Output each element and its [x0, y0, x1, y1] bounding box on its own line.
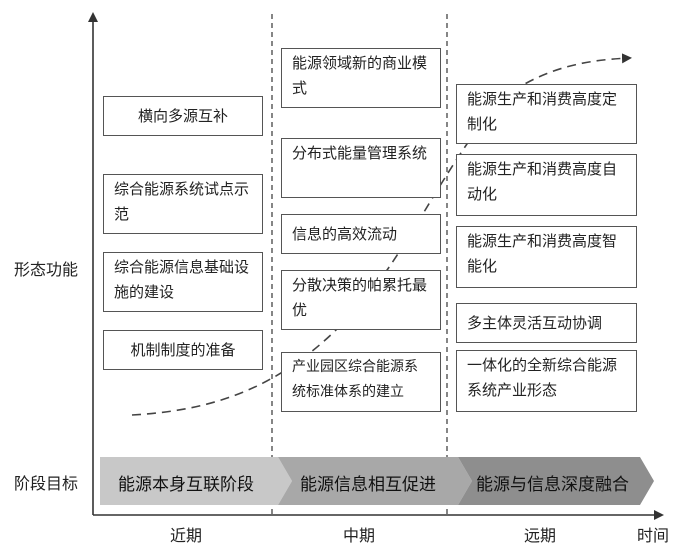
- development-curve: [131, 53, 632, 416]
- period-mid: 中期: [343, 526, 376, 545]
- mid-box-1: 能源领域新的商业模式: [281, 48, 441, 108]
- far-box-5: 一体化的全新综合能源系统产业形态: [456, 350, 637, 412]
- far-box-4: 多主体灵活互动协调: [456, 303, 637, 343]
- far-box-1: 能源生产和消费高度定制化: [456, 84, 637, 144]
- far-box-2: 能源生产和消费高度自动化: [456, 154, 637, 216]
- far-box-3: 能源生产和消费高度智能化: [456, 226, 637, 288]
- stage-label-3: 能源与信息深度融合: [476, 475, 629, 495]
- near-box-2: 综合能源系统试点示范: [103, 174, 263, 234]
- x-axis-label: 时间: [637, 526, 670, 545]
- near-box-3: 综合能源信息基础设施的建设: [103, 252, 263, 312]
- stage-label-2: 能源信息相互促进: [300, 475, 436, 495]
- stage-row-label: 阶段目标: [14, 474, 79, 493]
- period-near: 近期: [170, 526, 203, 545]
- stage-arrow-2: [278, 457, 472, 505]
- mid-box-2: 分布式能量管理系统: [281, 138, 441, 198]
- mid-box-4: 分散决策的帕累托最优: [281, 270, 441, 330]
- mid-box-3: 信息的高效流动: [281, 214, 441, 254]
- stage-label-1: 能源本身互联阶段: [118, 475, 254, 495]
- y-axis-label: 形态功能: [14, 260, 79, 279]
- stage-arrow-1: [100, 457, 292, 505]
- stage-arrow-3: [458, 457, 654, 505]
- mid-box-5: 产业园区综合能源系统标准体系的建立: [281, 352, 441, 412]
- near-box-4: 机制制度的准备: [103, 330, 263, 370]
- period-far: 远期: [524, 526, 557, 545]
- near-box-1: 横向多源互补: [103, 96, 263, 136]
